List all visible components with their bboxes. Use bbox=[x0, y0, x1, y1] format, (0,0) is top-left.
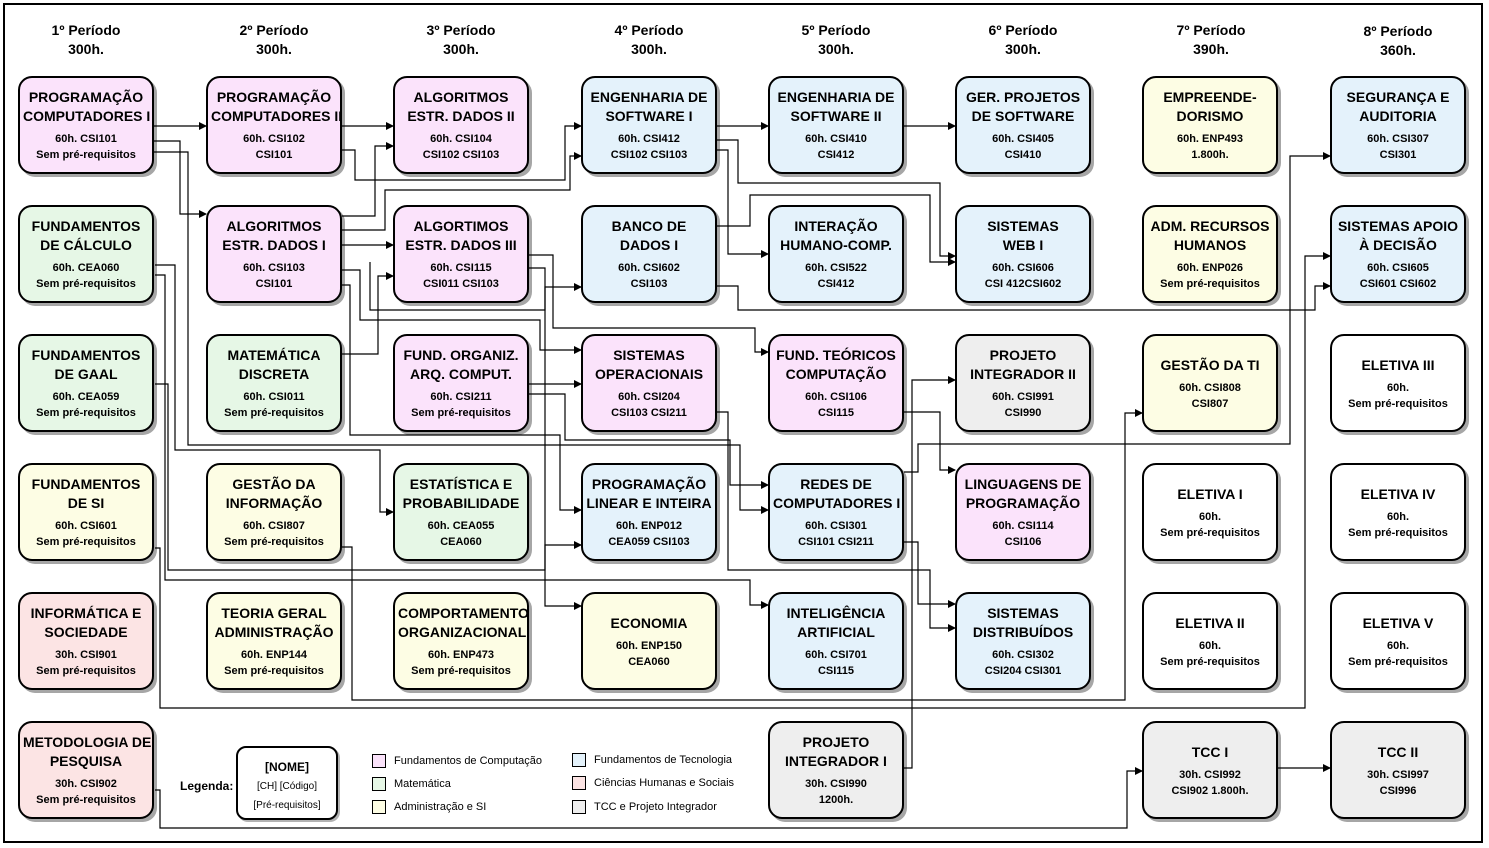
legend-title: Legenda: bbox=[180, 779, 234, 793]
legend-example-box: [NOME] [CH] [Código] [Pré-requisitos] bbox=[236, 746, 338, 820]
arrow-bd1-web1 bbox=[716, 194, 956, 266]
legend-box-line2: [Pré-requisitos] bbox=[253, 800, 321, 811]
arrow-fcalc-estprob bbox=[155, 264, 394, 516]
legend-swatch-comp bbox=[372, 754, 386, 769]
legend-swatch-adm bbox=[372, 800, 386, 815]
arrow-gestinf-gti bbox=[342, 409, 1143, 701]
legend-box-line1: [CH] [Código] bbox=[256, 781, 318, 792]
legend-item-hum: Ciências Humanas e Sociais bbox=[572, 775, 734, 791]
legend-item-tec: Fundamentos de Tecnologia bbox=[572, 752, 732, 768]
arrow-redes-sd bbox=[904, 541, 956, 608]
arrow-fsi-sad bbox=[155, 252, 1331, 709]
arrow-matdisc-aed3 bbox=[342, 272, 394, 355]
arrow-aed1-pli bbox=[342, 284, 582, 514]
arrow-bd1-sad bbox=[716, 282, 1331, 311]
legend-item-tcc: TCC e Projeto Integrador bbox=[572, 799, 717, 815]
legend-swatch-mat bbox=[372, 777, 386, 792]
legend-swatch-tec bbox=[572, 753, 586, 768]
arrow-aed1-so bbox=[342, 269, 582, 354]
arrow-redes-seg bbox=[904, 152, 1331, 473]
legend-item-adm: Administração e SI bbox=[372, 799, 486, 815]
arrow-aed1-aed2 bbox=[342, 142, 394, 217]
arrow-metpesq-tcc1 bbox=[155, 767, 1143, 829]
legend-item-mat: Matemática bbox=[372, 776, 451, 792]
arrow-fcalc-econ bbox=[155, 274, 582, 610]
arrow-prog1-aed1 bbox=[154, 140, 207, 218]
arrow-aed3-ia bbox=[529, 267, 769, 609]
arrow-pi1-pi2 bbox=[904, 376, 956, 769]
arrow-aed1-engsw1 bbox=[342, 152, 582, 231]
arrow-foac-redes bbox=[529, 393, 769, 489]
arrow-engsw1-ihc bbox=[716, 149, 769, 258]
legend-swatch-hum bbox=[572, 776, 586, 791]
diagram-frame bbox=[3, 3, 1483, 843]
arrow-aed3-ftc bbox=[529, 254, 769, 356]
arrow-engsw1-web1 bbox=[716, 139, 956, 260]
legend-swatch-tcc bbox=[572, 800, 586, 815]
arrow-fgaal-pli bbox=[155, 383, 582, 571]
legend-item-comp: Fundamentos de Computação bbox=[372, 753, 542, 769]
arrow-prog1-redes bbox=[154, 151, 769, 514]
arrow-so-sd bbox=[716, 411, 956, 632]
arrow-ftc-lp bbox=[904, 411, 956, 474]
arrow-prog2-engsw1 bbox=[342, 122, 582, 181]
legend-box-name: [NOME] bbox=[265, 760, 309, 774]
